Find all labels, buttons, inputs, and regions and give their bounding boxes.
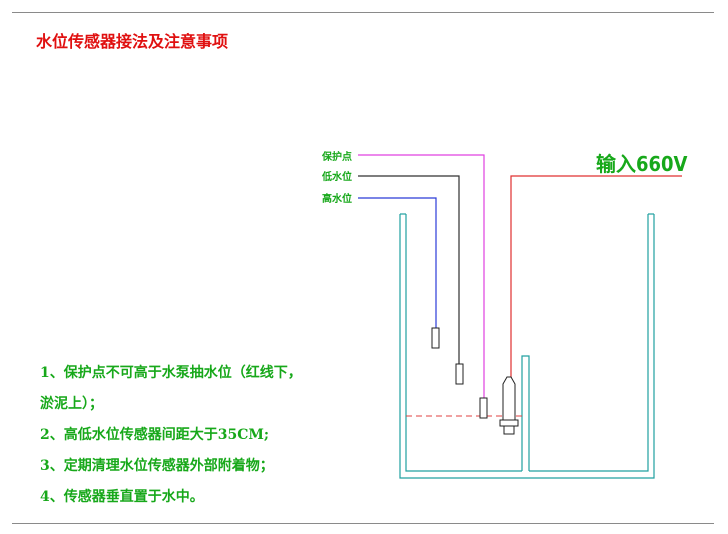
low-level-sensor: [455, 363, 464, 385]
notes-list: 1、保护点不可高于水泵抽水位（红线下， 淤泥上）； 2、高低水位传感器间距大于3…: [40, 358, 302, 513]
note-3: 3、定期清理水位传感器外部附着物；: [40, 458, 274, 474]
pump-base: [499, 419, 519, 427]
protect-point-label: 保护点: [322, 152, 352, 163]
protect-point-sensor: [479, 397, 488, 419]
page-title: 水位传感器接法及注意事项: [36, 32, 229, 51]
tank-outer-wall: [399, 214, 655, 479]
high-level-label: 高水位: [322, 194, 352, 205]
note-1-line-1: 1、保护点不可高于水泵抽水位（红线下，: [40, 365, 302, 381]
water-pump: [499, 376, 519, 435]
pump-outlet: [503, 425, 515, 435]
high-level-wire: [358, 197, 437, 328]
low-level-wire: [358, 175, 460, 364]
protect-point-wire: [358, 154, 485, 398]
low-level-label: 低水位: [322, 172, 352, 183]
high-level-sensor: [431, 327, 440, 349]
tank-right-inner-wall: [529, 214, 649, 472]
power-input-line: [510, 175, 682, 378]
tank-left-inner-wall: [405, 214, 522, 472]
input-voltage-label: 输入660V: [596, 152, 688, 176]
note-2: 2、高低水位传感器间距大于35CM;: [40, 427, 270, 443]
water-tank: [399, 213, 655, 479]
note-1-line-2: 淤泥上）；: [40, 396, 103, 412]
note-4: 4、传感器垂直置于水中。: [40, 489, 204, 505]
pump-body: [502, 376, 516, 421]
drawing-frame: [12, 12, 714, 524]
tank-partition: [521, 355, 530, 471]
